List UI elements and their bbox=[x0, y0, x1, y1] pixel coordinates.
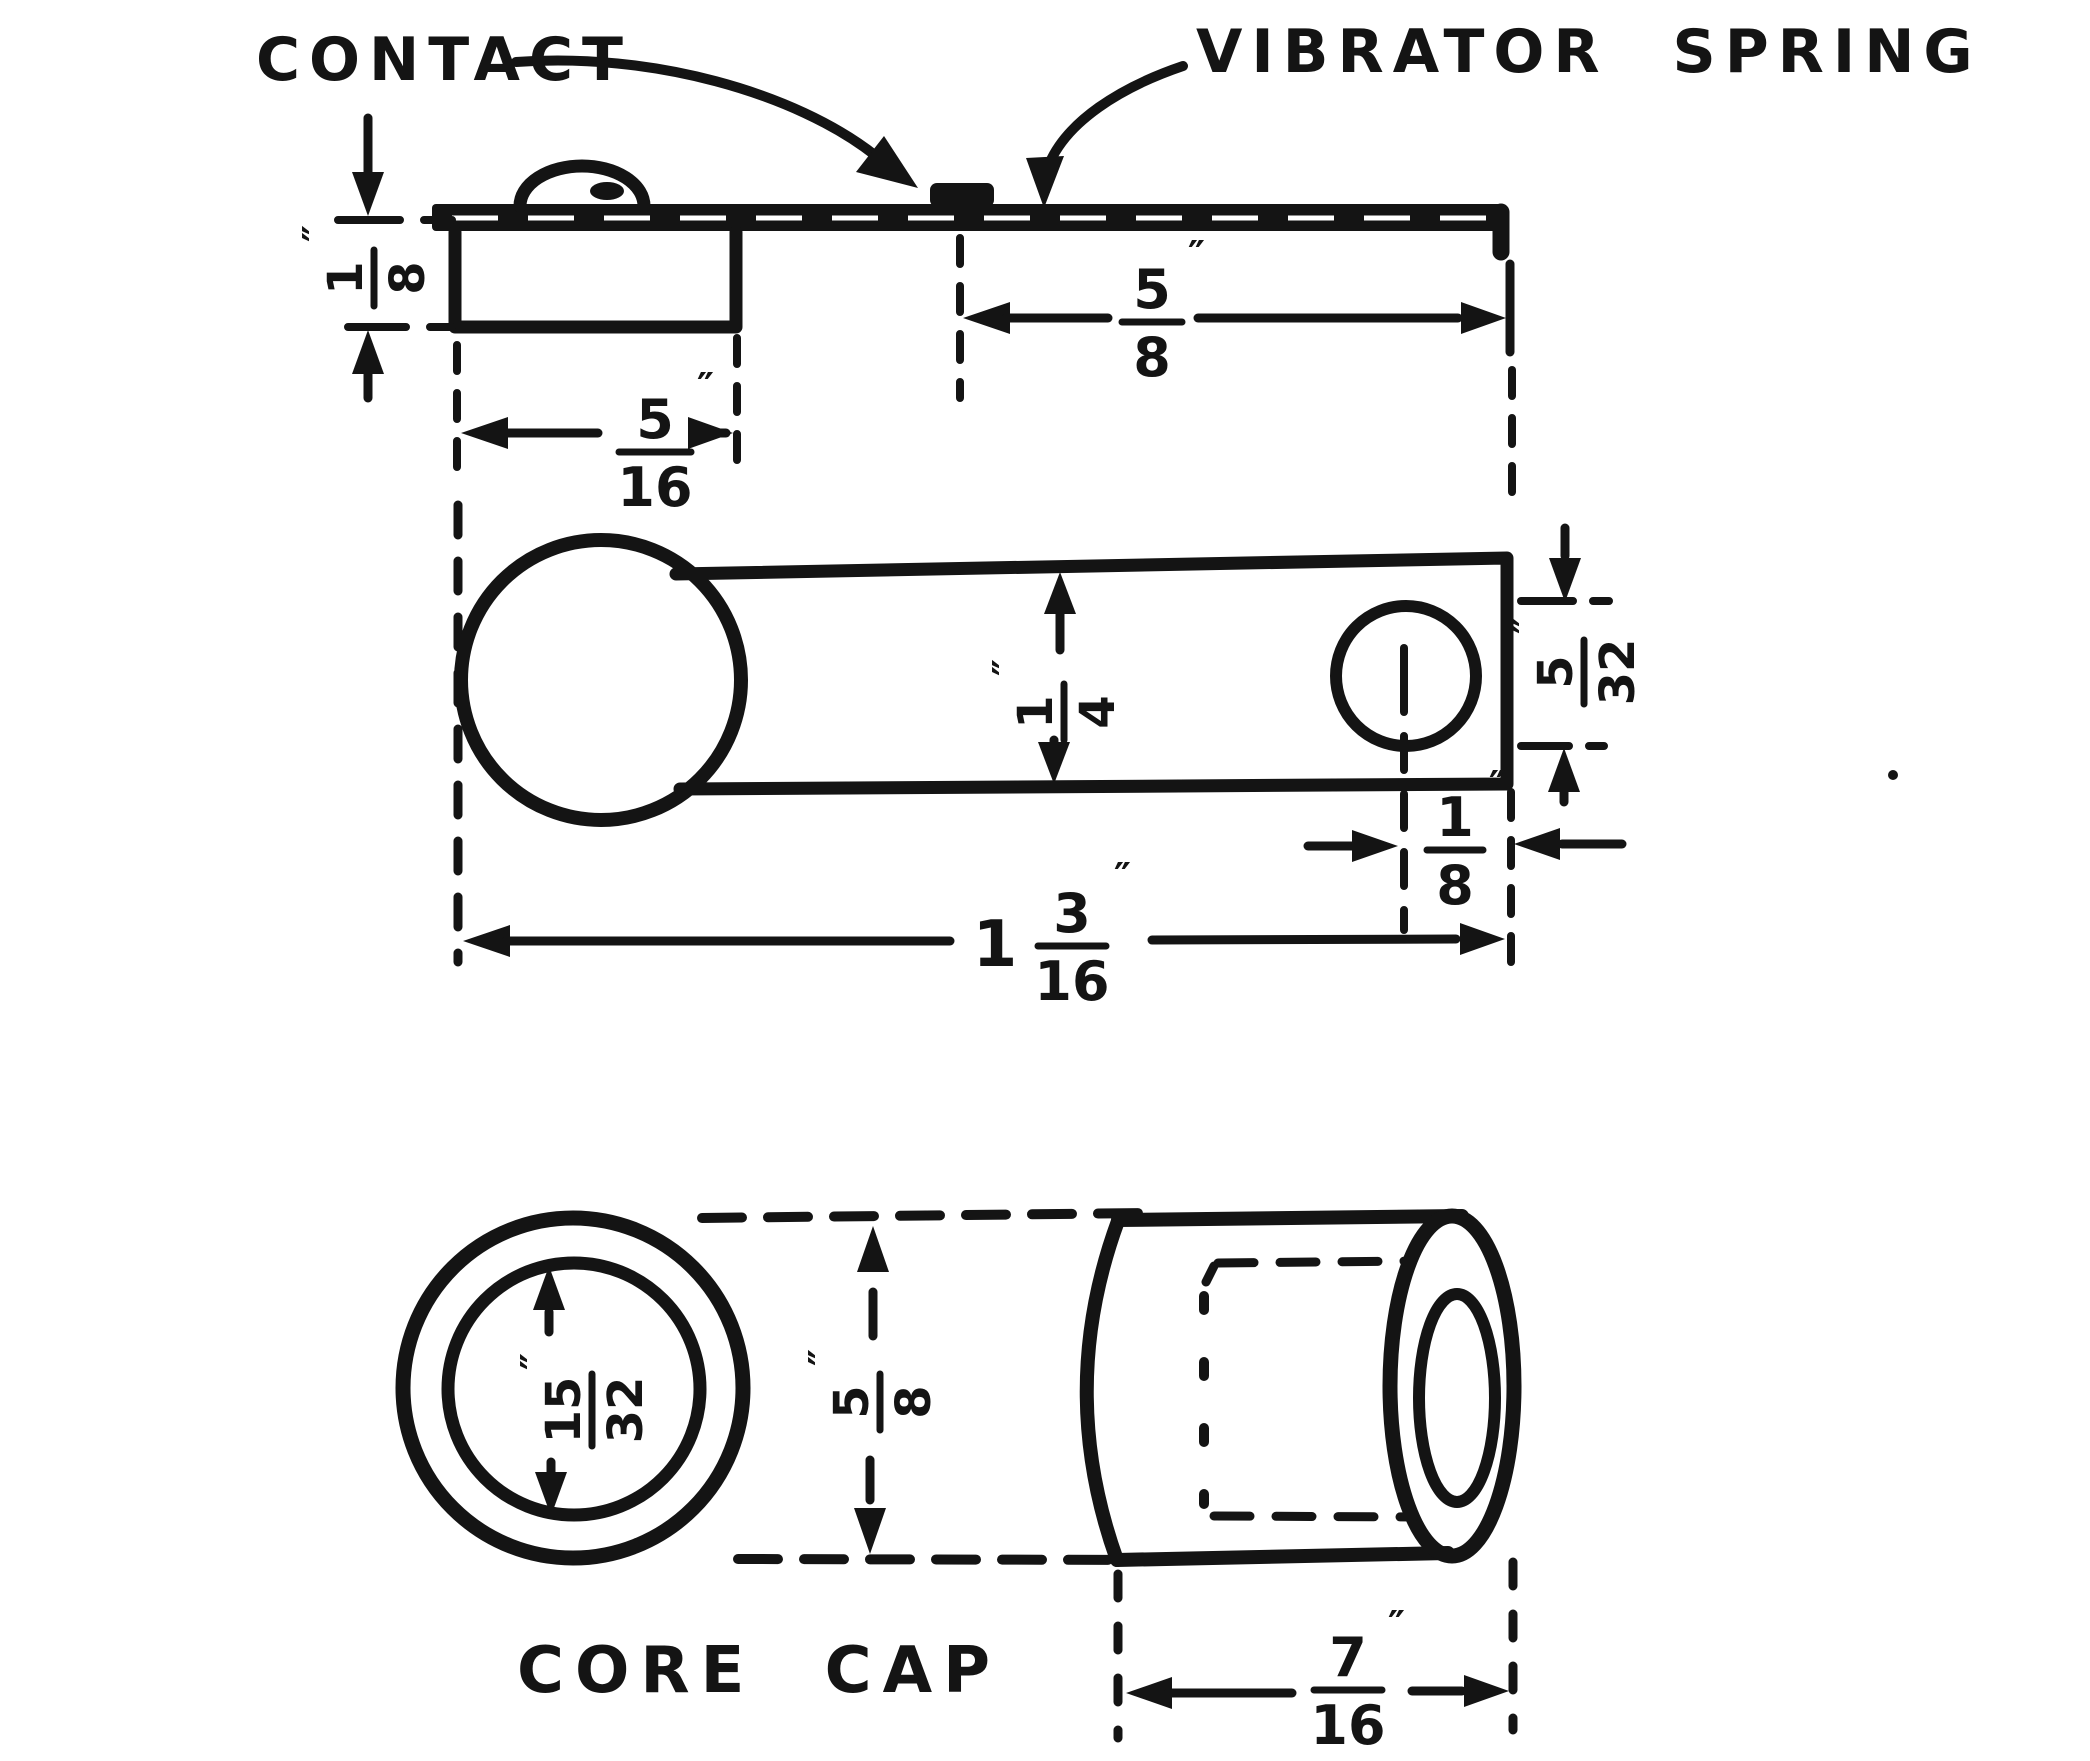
vibrator-spring-bar bbox=[432, 203, 1510, 261]
svg-text:″: ″ bbox=[1188, 233, 1205, 277]
svg-text:5: 5 bbox=[824, 1385, 880, 1418]
vibrator-spring-callout-arrow bbox=[1026, 61, 1188, 208]
cap-rim-ellipse bbox=[1382, 1208, 1522, 1564]
svg-text:″: ″ bbox=[513, 1353, 557, 1370]
dim-overall-length-text: 3 16 ″ bbox=[1034, 855, 1131, 1013]
dim-cap-bore-diameter: 15 32 ″ bbox=[513, 1266, 654, 1516]
svg-text:1: 1 bbox=[1436, 786, 1474, 849]
dim-overall-length-whole: 1 bbox=[973, 908, 1018, 982]
projection-line-top bbox=[697, 1208, 1151, 1223]
dim-contact-to-end-text: 5 8 ″ bbox=[1118, 233, 1205, 389]
svg-text:32: 32 bbox=[598, 1377, 654, 1444]
plan-view: 1 4 ″ 5 32 ″ bbox=[453, 500, 1898, 1013]
cap-bottom-edge bbox=[1110, 1546, 1455, 1567]
dim-cap-bore-diameter-text: 15 32 ″ bbox=[513, 1353, 654, 1450]
svg-text:8: 8 bbox=[886, 1385, 942, 1418]
svg-text:3: 3 bbox=[1053, 882, 1091, 945]
dim-spring-thickness-text: 1 8 ″ bbox=[295, 225, 436, 310]
dim-overall-length: 1 3 16 ″ bbox=[463, 855, 1505, 1013]
svg-text:4: 4 bbox=[1070, 695, 1126, 728]
svg-text:″: ″ bbox=[985, 659, 1029, 676]
side-view: CONTACT VIBRATOR SPRING bbox=[256, 17, 1982, 966]
svg-text:1: 1 bbox=[318, 261, 374, 294]
cap-outer-circle bbox=[395, 1210, 751, 1566]
vibrator-spring-label: VIBRATOR SPRING bbox=[1196, 17, 1982, 87]
ink-speck bbox=[1888, 770, 1898, 780]
svg-text:5: 5 bbox=[636, 388, 674, 451]
svg-text:1: 1 bbox=[1008, 695, 1064, 728]
dim-contact-to-end: 5 8 ″ bbox=[956, 233, 1516, 502]
dim-cap-outer-diameter: 5 8 ″ bbox=[801, 1226, 942, 1554]
dim-block-width-text: 5 16 ″ bbox=[615, 365, 714, 519]
svg-text:″: ″ bbox=[1505, 617, 1549, 634]
bore-hidden-corner bbox=[1201, 1261, 1219, 1287]
svg-text:8: 8 bbox=[380, 261, 436, 294]
dim-cap-length: 7 16 ″ bbox=[1113, 1557, 1518, 1757]
contact-point-rect bbox=[930, 183, 994, 207]
svg-text:″: ″ bbox=[697, 365, 714, 409]
svg-text:5: 5 bbox=[1133, 258, 1171, 321]
dim-cap-length-text: 7 16 ″ bbox=[1310, 1603, 1405, 1757]
svg-text:8: 8 bbox=[1133, 326, 1171, 389]
contact-bump-dome bbox=[513, 159, 651, 213]
dim-hole-diameter-text: 5 32 ″ bbox=[1505, 617, 1646, 708]
svg-text:5: 5 bbox=[1528, 655, 1584, 688]
cap-inner-circle bbox=[441, 1256, 707, 1522]
contact-callout-arrow bbox=[511, 55, 918, 188]
dim-cap-outer-diameter-text: 5 8 ″ bbox=[801, 1349, 942, 1434]
svg-text:″: ″ bbox=[1114, 855, 1131, 899]
mounting-block bbox=[448, 225, 743, 334]
spring-round-end bbox=[454, 533, 748, 827]
cap-top-edge bbox=[1111, 1209, 1469, 1227]
bore-hidden-bottom bbox=[1209, 1511, 1419, 1522]
svg-text:8: 8 bbox=[1436, 854, 1474, 917]
dim-strip-width-text: 1 4 ″ bbox=[985, 659, 1126, 744]
svg-text:16: 16 bbox=[617, 456, 692, 519]
svg-text:″: ″ bbox=[801, 1349, 845, 1366]
core-cap-label: CORE CAP bbox=[517, 1634, 1001, 1708]
cap-bore-ellipse bbox=[1413, 1288, 1501, 1508]
svg-text:″: ″ bbox=[295, 225, 339, 242]
svg-text:″: ″ bbox=[1388, 1603, 1405, 1647]
projection-line-bottom bbox=[733, 1554, 1159, 1565]
svg-text:7: 7 bbox=[1329, 1626, 1367, 1689]
dim-strip-width: 1 4 ″ bbox=[985, 572, 1126, 784]
svg-text:″: ″ bbox=[1489, 763, 1506, 807]
cap-closed-end-arc bbox=[1079, 1214, 1125, 1567]
cap-side-view bbox=[1079, 1208, 1522, 1567]
svg-text:16: 16 bbox=[1310, 1694, 1385, 1757]
bore-hidden-top bbox=[1213, 1256, 1417, 1268]
dim-spring-thickness: 1 8 ″ bbox=[295, 113, 456, 403]
dim-hole-diameter: 5 32 ″ bbox=[1505, 523, 1898, 807]
svg-text:32: 32 bbox=[1590, 639, 1646, 706]
spring-strip bbox=[669, 551, 1514, 796]
core-cap-views: 15 32 ″ CORE CAP 5 8 ″ bbox=[395, 1208, 1522, 1757]
dim-hole-to-end: 1 8 ″ bbox=[1303, 763, 1627, 917]
dim-hole-to-end-text: 1 8 ″ bbox=[1423, 763, 1506, 917]
svg-text:15: 15 bbox=[536, 1377, 592, 1444]
svg-text:16: 16 bbox=[1034, 950, 1109, 1013]
dim-block-width: 5 16 ″ bbox=[453, 334, 741, 519]
